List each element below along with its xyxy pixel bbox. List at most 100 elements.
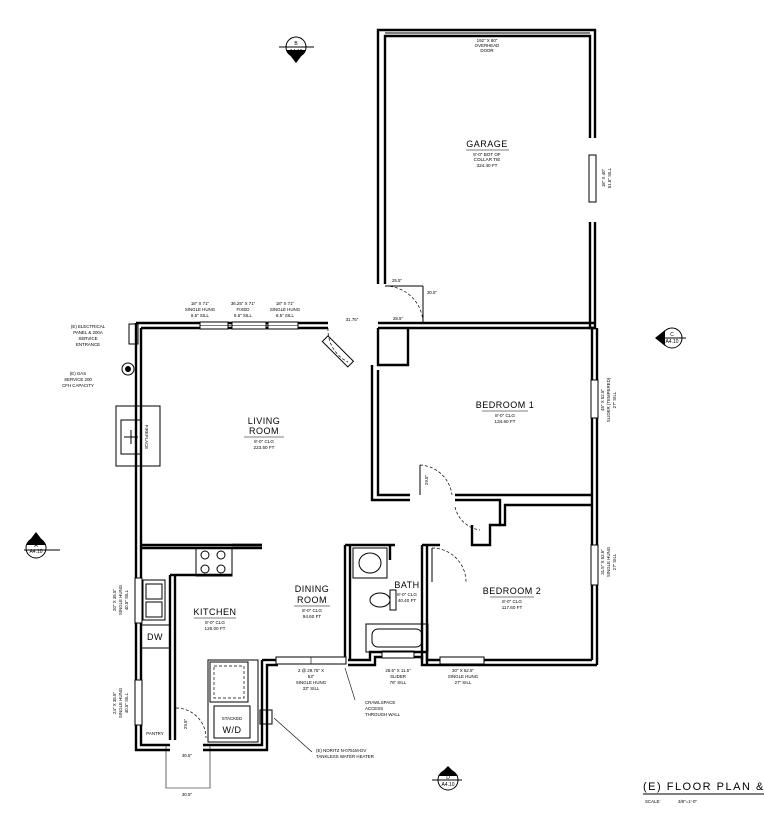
crawl-note3: THROUGH WALL (365, 712, 401, 717)
electrical-note2: PANEL & 200A (73, 330, 103, 335)
bedroom2-window-sill: 27" SILL (612, 553, 617, 570)
bedroom1-height: 8'-0" CLG (495, 413, 515, 418)
kitchen-window2-sill: 40.5" SILL (124, 692, 129, 713)
marker-c-sheet: A4.10 (665, 339, 678, 345)
marker-a-letter: A (34, 543, 38, 549)
bedroom2-window-type: SINGLE HUNG (606, 546, 611, 577)
window-bath (381, 650, 415, 659)
bath-window-type: SLIDER (390, 674, 406, 679)
bathtub-icon (365, 623, 429, 653)
dining-window-type: SINGLE HUNG (296, 680, 327, 685)
dining-name: DINING (295, 584, 330, 594)
toilet-icon (369, 592, 391, 608)
bedroom1-label: BEDROOM 1 8'-0" CLG 134.60 FT 45" X 52.5… (424, 377, 617, 485)
pantry-door-width: 29.5" (183, 719, 188, 730)
dining-name2: ROOM (297, 595, 327, 605)
bedroom1-window-type: SLIDER (TEMPERED) (606, 377, 611, 422)
bedroom1-area: 134.60 FT (495, 419, 516, 424)
fridge-icon (209, 661, 249, 703)
bedroom1-door-width: 29.5" (424, 475, 429, 486)
window-garage (588, 154, 597, 203)
living-win3-sill: 8.5" SILL (276, 313, 294, 318)
bedroom2-height: 8'-0" CLG (502, 599, 522, 604)
scale-value: 3/8"=1'-0" (678, 799, 697, 804)
kitchen-name: KITCHEN (193, 607, 236, 617)
window-bedroom2 (590, 544, 599, 586)
dining-window-size2: 53" (308, 674, 315, 679)
dining-window-size: 2 @ 29.75" X (298, 668, 324, 673)
dining-area: 94.60 FT (303, 614, 322, 619)
bedroom2-label: BEDROOM 2 8'-0" CLG 117.60 FT 31.5" X 52… (448, 546, 617, 685)
kitchen-window2-type: SINGLE HUNG (118, 687, 123, 718)
doors (165, 285, 481, 789)
kitchen-window1-size: 20" X 35.5" (112, 589, 117, 611)
gas-meter-icon (121, 362, 135, 376)
garage-door-label2: DOOR (480, 48, 493, 53)
living-win1-sill: 8.5" SILL (191, 313, 209, 318)
kitchen-height: 8'-0" CLG (205, 620, 225, 625)
dishwasher-label: DW (147, 632, 163, 642)
entry-door-width: 31.75" (346, 317, 359, 322)
garage-door-width: 25.5" (392, 278, 403, 283)
window-bedroom2-south (439, 656, 485, 665)
bedroom2-name: BEDROOM 2 (483, 586, 542, 596)
kitchen-window2-size: 24" X 35.5" (112, 692, 117, 714)
bedroom2-south-window-sill: 27" SILL (455, 680, 472, 685)
dining-window-sill: 33" SILL (303, 686, 320, 691)
marker-b-sheet: A4.10 (289, 49, 302, 55)
bath-window-size: 28.5" X 11.5" (385, 668, 411, 673)
section-marker-a: A A4.10 (24, 532, 60, 559)
living-win3-type: SINGLE HUNG (270, 307, 301, 312)
water-heater-icon (259, 709, 273, 725)
garage-name: GARAGE (466, 139, 508, 149)
living-label: LIVING ROOM 8'-0" CLG 223.50 FT 18" X 71… (185, 301, 404, 450)
marker-b-letter: B (294, 41, 298, 47)
gas-note2: SERVICE 200 (64, 377, 92, 382)
stoop-width: 30.5" (182, 792, 193, 797)
living-area: 223.50 FT (254, 445, 275, 450)
dining-height: 8'-0" CLG (302, 608, 322, 613)
living-win2-size: 36.25" X 71" (231, 301, 256, 306)
dishwasher (140, 624, 171, 649)
garage-height: 8'-0" BOT OF (473, 152, 501, 157)
section-marker-b: B A4.10 (279, 36, 314, 63)
plan-title: (E) FLOOR PLAN & (643, 781, 764, 793)
fixtures (115, 323, 429, 739)
garage-window-sill: 51.5" SILL (607, 167, 612, 188)
bedroom1-name: BEDROOM 1 (476, 400, 535, 410)
dining-label: DINING ROOM 8'-0" CLG 94.60 FT 2 @ 29.75… (294, 584, 401, 717)
marker-d-letter: D (446, 775, 450, 781)
kitchen-sink-icon (142, 579, 166, 621)
stacked-label: STACKED (222, 716, 242, 721)
marker-d-sheet: A4.10 (441, 782, 454, 788)
living-win2-sill: 8.5" SILL (234, 313, 252, 318)
bath-label: BATH 8'-0" CLG 40.40 FT 28.5" X 11.5" SL… (385, 580, 419, 685)
kitchen-area: 126.00 FT (205, 626, 226, 631)
window-kitchen-2 (134, 679, 143, 726)
bath-area: 40.40 FT (398, 598, 417, 603)
fireplace (115, 405, 161, 467)
fireplace-label: FIREPLACE (144, 425, 149, 449)
section-marker-c: C A4.10 (655, 327, 686, 349)
back-door-width: 30.5" (182, 753, 193, 758)
electrical-panel-icon (128, 323, 139, 345)
toilet-tank (389, 589, 397, 611)
marker-c-letter: C (670, 332, 674, 338)
garage-area: 324.40 FT (477, 163, 498, 168)
bedroom2-south-window-size: 30" X 52.5" (452, 668, 474, 673)
bath-height: 8'-0" CLG (397, 592, 417, 597)
kitchen-window1-type: SINGLE HUNG (118, 584, 123, 615)
gas-note3: CFH CAPACITY (62, 383, 94, 388)
garage-door-size: 192" X 80" (477, 38, 498, 43)
garage-label: 192" X 80" OVERHEAD DOOR GARAGE 8'-0" BO… (392, 38, 612, 295)
kitchen-window1-sill: 40.5" SILL (124, 589, 129, 610)
electrical-note: (E) ELECTRICAL (71, 324, 106, 329)
garage-door-label: OVERHEAD (475, 43, 500, 48)
title-block: (E) FLOOR PLAN & SCALE: 3/8"=1'-0" (643, 781, 764, 804)
garage-window-size: 18" X 40" (601, 168, 606, 187)
bath-sink-icon (352, 547, 388, 579)
range-icon (195, 547, 233, 577)
living-win3-size: 18" X 71" (276, 301, 295, 306)
bath-window-sill: 76" SILL (390, 680, 407, 685)
